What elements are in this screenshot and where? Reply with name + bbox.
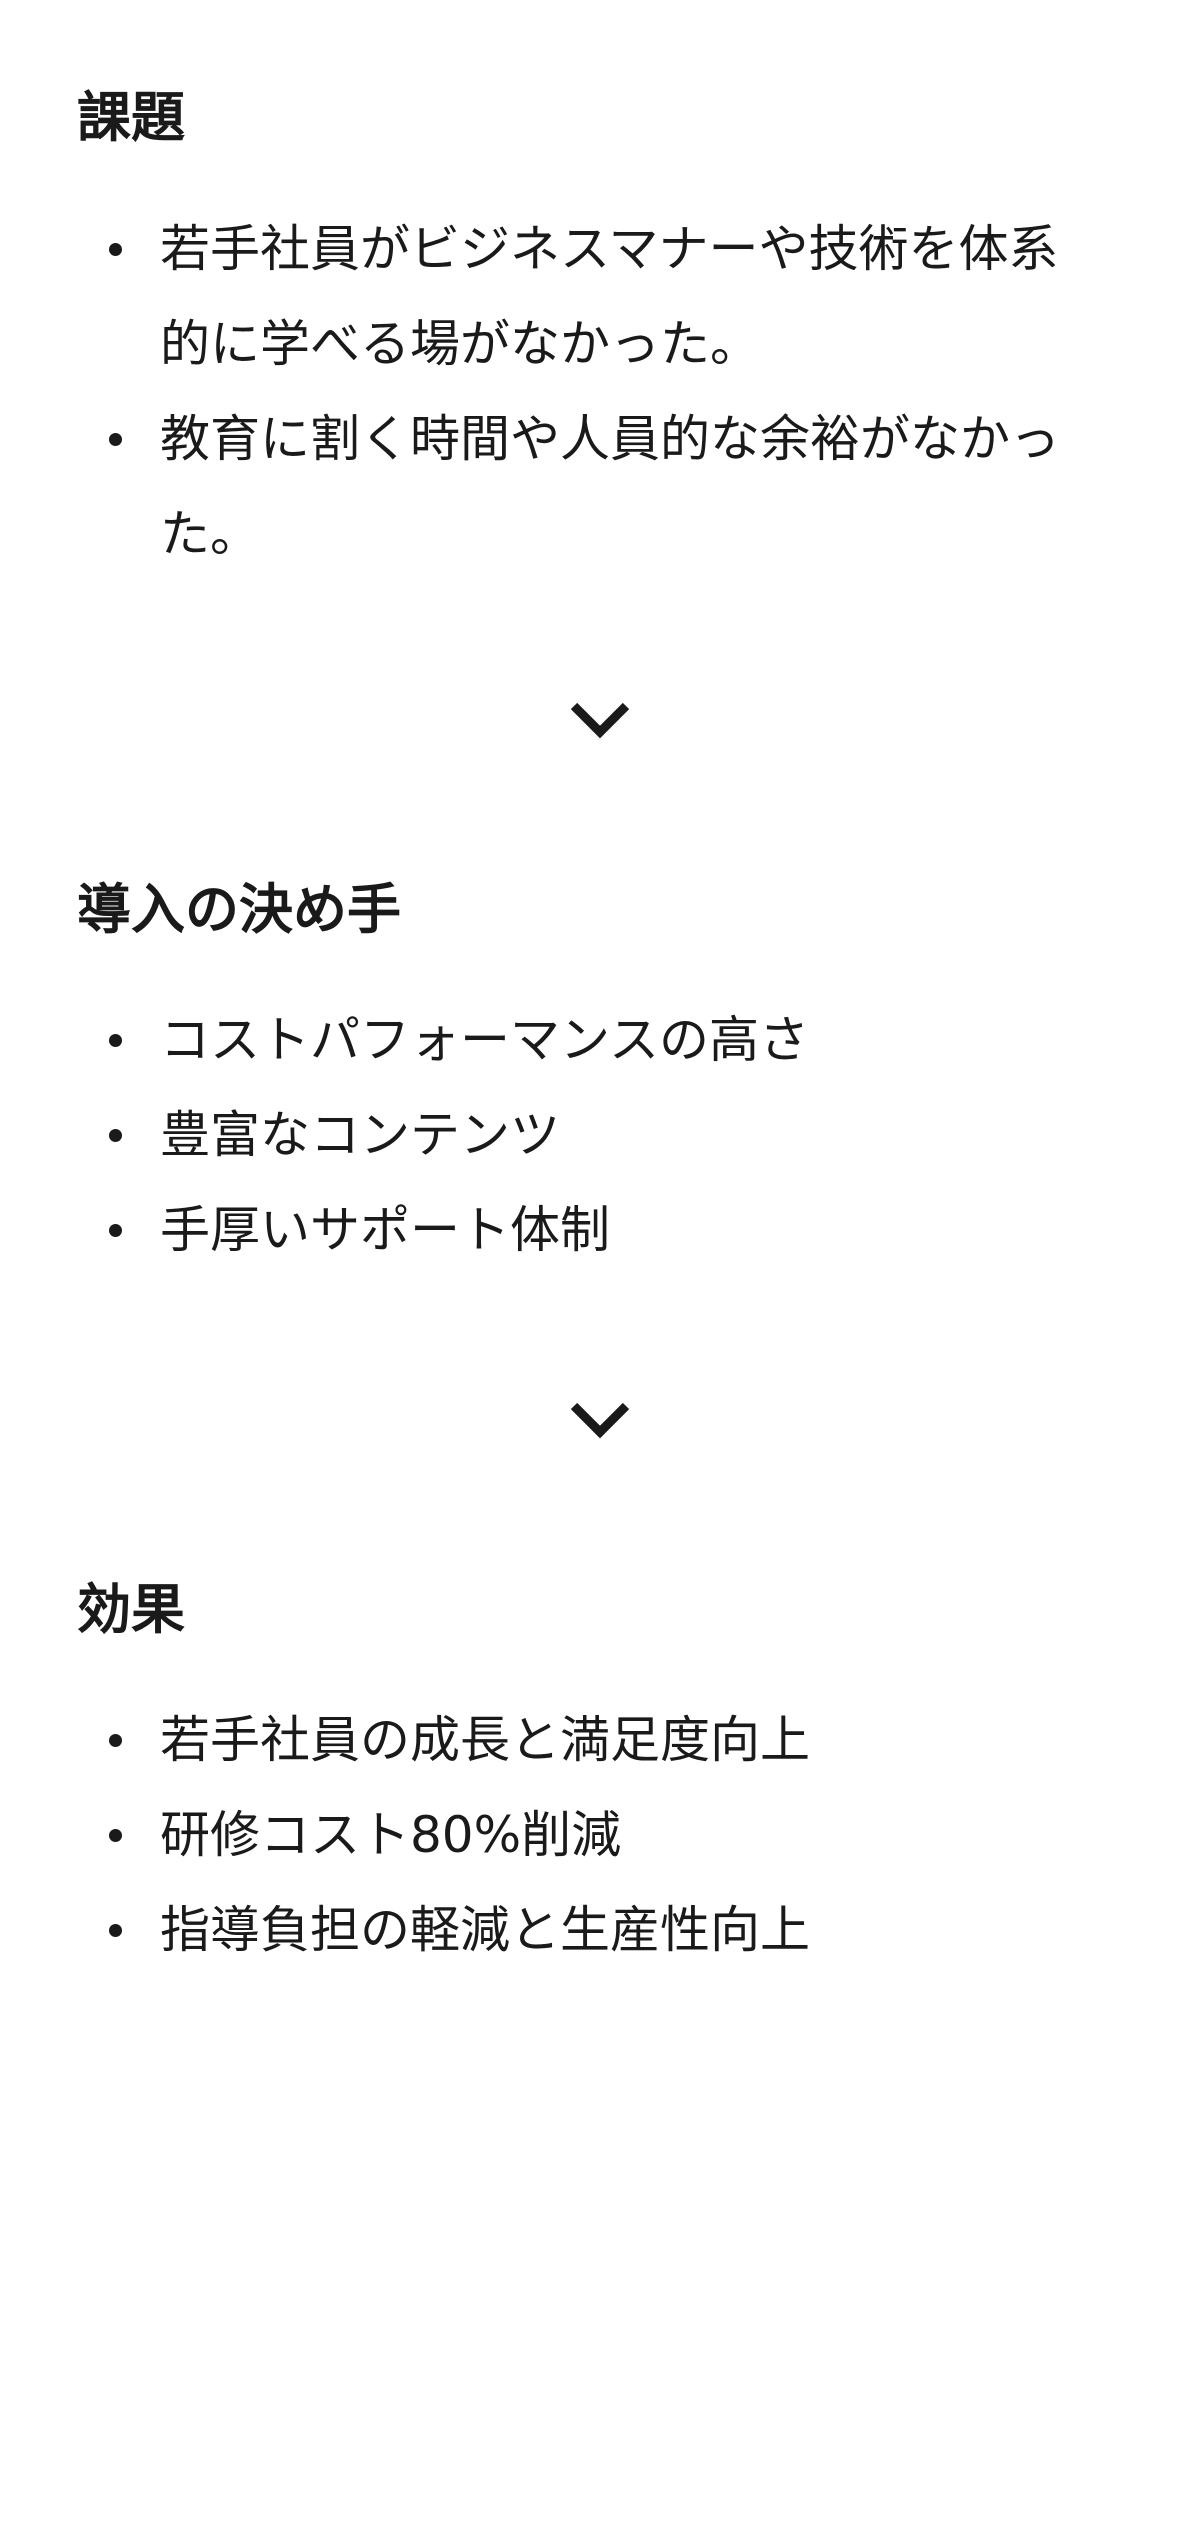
list-item-text: コストパフォーマンスの高さ	[160, 1011, 809, 1069]
results-list: 若手社員の成長と満足度向上 研修コスト80%削減 指導負担の軽減と生産性向上	[0, 1693, 1200, 1978]
list-item-text: 指導負担の軽減と生産性向上	[160, 1901, 810, 1959]
list-item-text: 若手社員の成長と満足度向上	[160, 1711, 810, 1769]
bullet-icon	[109, 1734, 122, 1747]
bullet-icon	[109, 1924, 122, 1937]
bullet-icon	[109, 1129, 122, 1142]
list-item: 手厚いサポート体制	[0, 1183, 1200, 1278]
list-item: 豊富なコンテンツ	[0, 1088, 1200, 1183]
section-heading-decision-factors: 導入の決め手	[77, 878, 401, 941]
list-item-text: 研修コスト80%削減	[160, 1806, 622, 1864]
chevron-down-icon	[570, 1402, 630, 1439]
bullet-icon	[109, 1034, 122, 1047]
list-item-text: 若手社員がビジネスマナーや技術を体系的に学べる場がなかった。	[160, 220, 1059, 373]
section-heading-results: 効果	[77, 1578, 185, 1641]
list-item: 研修コスト80%削減	[0, 1788, 1200, 1883]
list-item-text: 豊富なコンテンツ	[160, 1106, 560, 1164]
bullet-icon	[109, 243, 122, 256]
list-item-text: 手厚いサポート体制	[160, 1201, 610, 1259]
section-heading-challenges: 課題	[77, 86, 185, 149]
challenges-list: 若手社員がビジネスマナーや技術を体系的に学べる場がなかった。 教育に割く時間や人…	[0, 202, 1200, 582]
decision-factors-list: コストパフォーマンスの高さ 豊富なコンテンツ 手厚いサポート体制	[0, 993, 1200, 1278]
bullet-icon	[109, 433, 122, 446]
list-item: 若手社員がビジネスマナーや技術を体系的に学べる場がなかった。	[0, 202, 1200, 392]
chevron-down-icon	[570, 702, 630, 739]
list-item: 若手社員の成長と満足度向上	[0, 1693, 1200, 1788]
bullet-icon	[109, 1829, 122, 1842]
bullet-icon	[109, 1224, 122, 1237]
list-item: コストパフォーマンスの高さ	[0, 993, 1200, 1088]
list-item-text: 教育に割く時間や人員的な余裕がなかった。	[160, 410, 1060, 563]
list-item: 指導負担の軽減と生産性向上	[0, 1883, 1200, 1978]
list-item: 教育に割く時間や人員的な余裕がなかった。	[0, 392, 1200, 582]
